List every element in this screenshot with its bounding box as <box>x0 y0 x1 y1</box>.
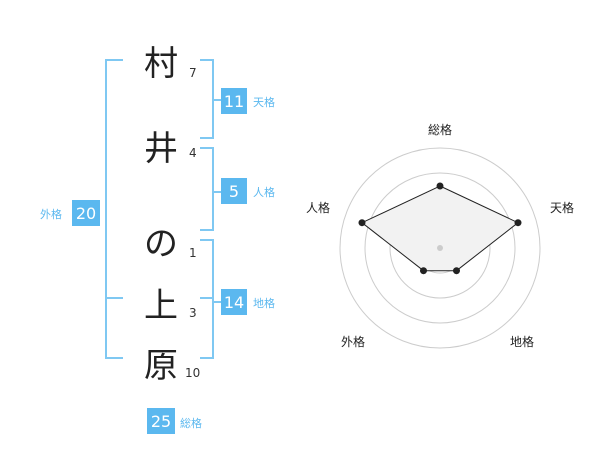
radar-point-4 <box>420 267 427 275</box>
radar-area <box>361 185 519 272</box>
surname-char-1-strokes: 7 <box>189 66 197 80</box>
radar-ring-3 <box>364 172 516 324</box>
tenkaku-value: 11 <box>224 92 244 111</box>
soukaku-box <box>147 408 175 434</box>
radar-ring-4 <box>339 147 541 349</box>
jinkaku-label: 人格 <box>253 185 275 199</box>
radar-center <box>437 245 443 251</box>
name-column: 村 7 井 4 の 1 上 3 原 10 <box>144 44 200 386</box>
gaikaku-box <box>72 200 100 226</box>
radar-points <box>358 182 522 275</box>
soukaku-label: 総格 <box>180 416 202 430</box>
radar-point-3 <box>453 267 460 275</box>
outer-bracket <box>105 59 123 359</box>
fortune-boxes: 11 天格 5 人格 14 地格 20 外格 25 総格 <box>40 88 275 434</box>
radar-axis-label-gaikaku: 外格 <box>341 334 365 349</box>
tenkaku-label: 天格 <box>253 95 275 109</box>
radar-point-5 <box>358 219 366 227</box>
gaikaku-value: 20 <box>76 204 96 223</box>
tenkaku-bracket <box>200 59 214 139</box>
given-char-1: の <box>144 224 178 264</box>
soukaku-value: 25 <box>151 412 171 431</box>
radar-axis-label-soukaku: 総格 <box>428 122 452 137</box>
given-char-2: 上 <box>144 286 178 326</box>
given-char-3: 原 <box>144 346 178 386</box>
chikaku-label: 地格 <box>253 296 275 310</box>
surname-char-2: 井 <box>144 129 178 169</box>
jinkaku-value: 5 <box>229 182 239 201</box>
radar-chart: 総格 天格 地格 外格 人格 <box>306 122 574 349</box>
bracket-lines <box>105 59 221 359</box>
chikaku-value: 14 <box>224 293 244 312</box>
radar-point-2 <box>514 219 522 227</box>
radar-axis-label-tenkaku: 天格 <box>550 200 574 215</box>
tenkaku-box <box>221 88 247 114</box>
jinkaku-bracket <box>200 147 214 231</box>
gaikaku-label: 外格 <box>40 207 62 221</box>
given-char-2-strokes: 3 <box>189 306 197 320</box>
radar-axis-label-chikaku: 地格 <box>510 334 534 349</box>
radar-axis-label-jinkaku: 人格 <box>306 200 330 215</box>
chikaku-box <box>221 289 247 315</box>
surname-char-1: 村 <box>144 44 178 84</box>
jinkaku-box <box>221 178 247 204</box>
given-char-3-strokes: 10 <box>185 366 200 380</box>
surname-char-2-strokes: 4 <box>189 146 197 160</box>
radar-point-1 <box>436 182 444 190</box>
given-char-1-strokes: 1 <box>189 246 197 260</box>
